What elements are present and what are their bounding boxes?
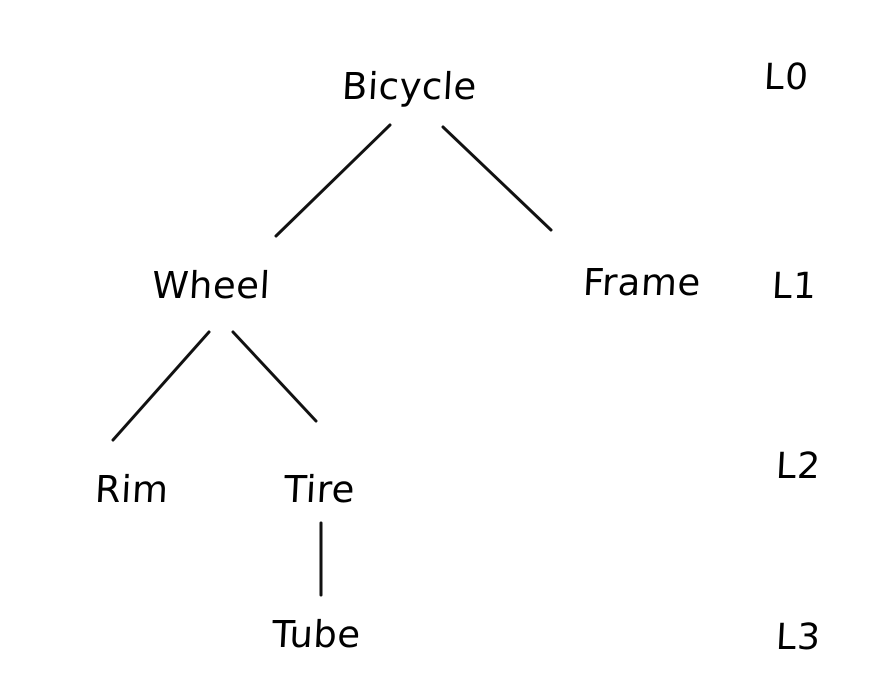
node-tube[interactable]: Tube bbox=[270, 613, 362, 656]
edge-wheel-tire bbox=[231, 330, 318, 423]
edge-wheel-rim bbox=[111, 330, 211, 442]
node-frame[interactable]: Frame bbox=[581, 261, 702, 304]
node-bicycle[interactable]: Bicycle bbox=[340, 65, 478, 108]
node-tire[interactable]: Tire bbox=[282, 468, 357, 511]
node-rim[interactable]: Rim bbox=[93, 468, 170, 511]
edge-bicycle-frame bbox=[441, 125, 553, 232]
node-wheel[interactable]: Wheel bbox=[150, 264, 272, 307]
level-label-l1: L1 bbox=[770, 266, 819, 307]
level-label-l0: L0 bbox=[762, 57, 811, 98]
level-label-l3: L3 bbox=[774, 617, 823, 658]
level-label-l2: L2 bbox=[774, 446, 823, 487]
edge-bicycle-wheel bbox=[274, 123, 392, 238]
